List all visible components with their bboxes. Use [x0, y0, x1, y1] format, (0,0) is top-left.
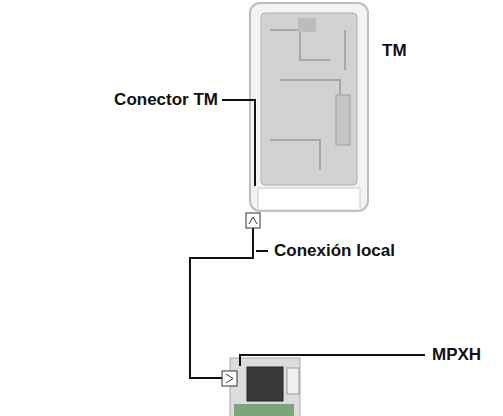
leader-line — [222, 100, 255, 186]
connector-symbol — [246, 213, 260, 228]
wire-label: Conexión local — [274, 241, 395, 261]
device-label: TM — [382, 41, 407, 61]
leader-line — [256, 250, 268, 252]
mpxh-device-box: MPXH — [222, 352, 302, 416]
device-label: MPXH — [432, 345, 481, 365]
mpxh-device — [230, 358, 300, 416]
tm-device — [250, 3, 368, 211]
part-label: Conector TM — [114, 90, 218, 110]
tm-device-box: TM — [250, 3, 368, 213]
leader-line — [240, 355, 425, 366]
connector-symbol — [222, 371, 237, 386]
local-wire — [190, 213, 253, 378]
